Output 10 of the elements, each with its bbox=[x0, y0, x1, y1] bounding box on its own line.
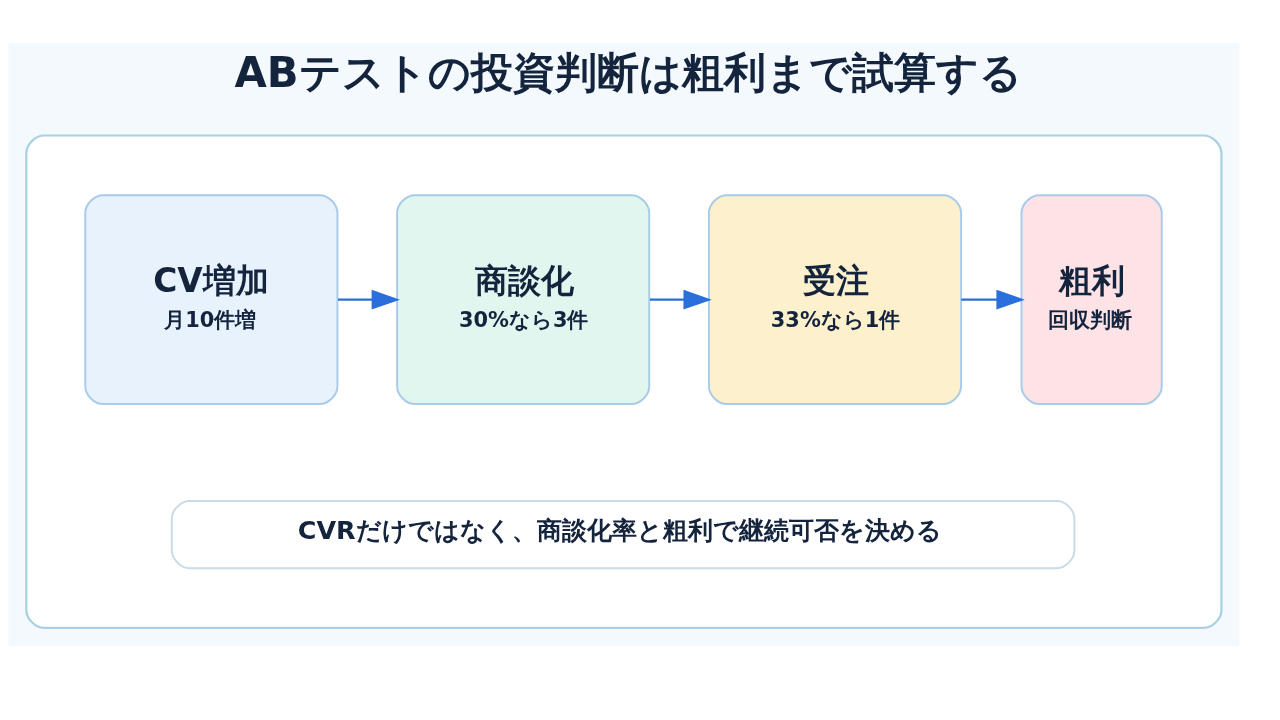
node-box: CVRだけではなく、商談化率と粗利で継続可否を決める bbox=[170, 499, 1076, 569]
arrow bbox=[649, 289, 712, 310]
diagram-title: ABテストの投資判断は粗利まで試算する bbox=[234, 47, 1022, 97]
arrow bbox=[338, 289, 400, 310]
node-box: 受注 33%なら1件 bbox=[707, 193, 963, 405]
node-box: 商談化 30%なら3件 bbox=[396, 193, 651, 405]
cluster bbox=[25, 133, 1223, 629]
node-box: CV増加 月10件増 bbox=[84, 193, 339, 405]
arrow bbox=[961, 289, 1025, 310]
node-box: 粗利 回収判断 bbox=[1020, 193, 1163, 405]
